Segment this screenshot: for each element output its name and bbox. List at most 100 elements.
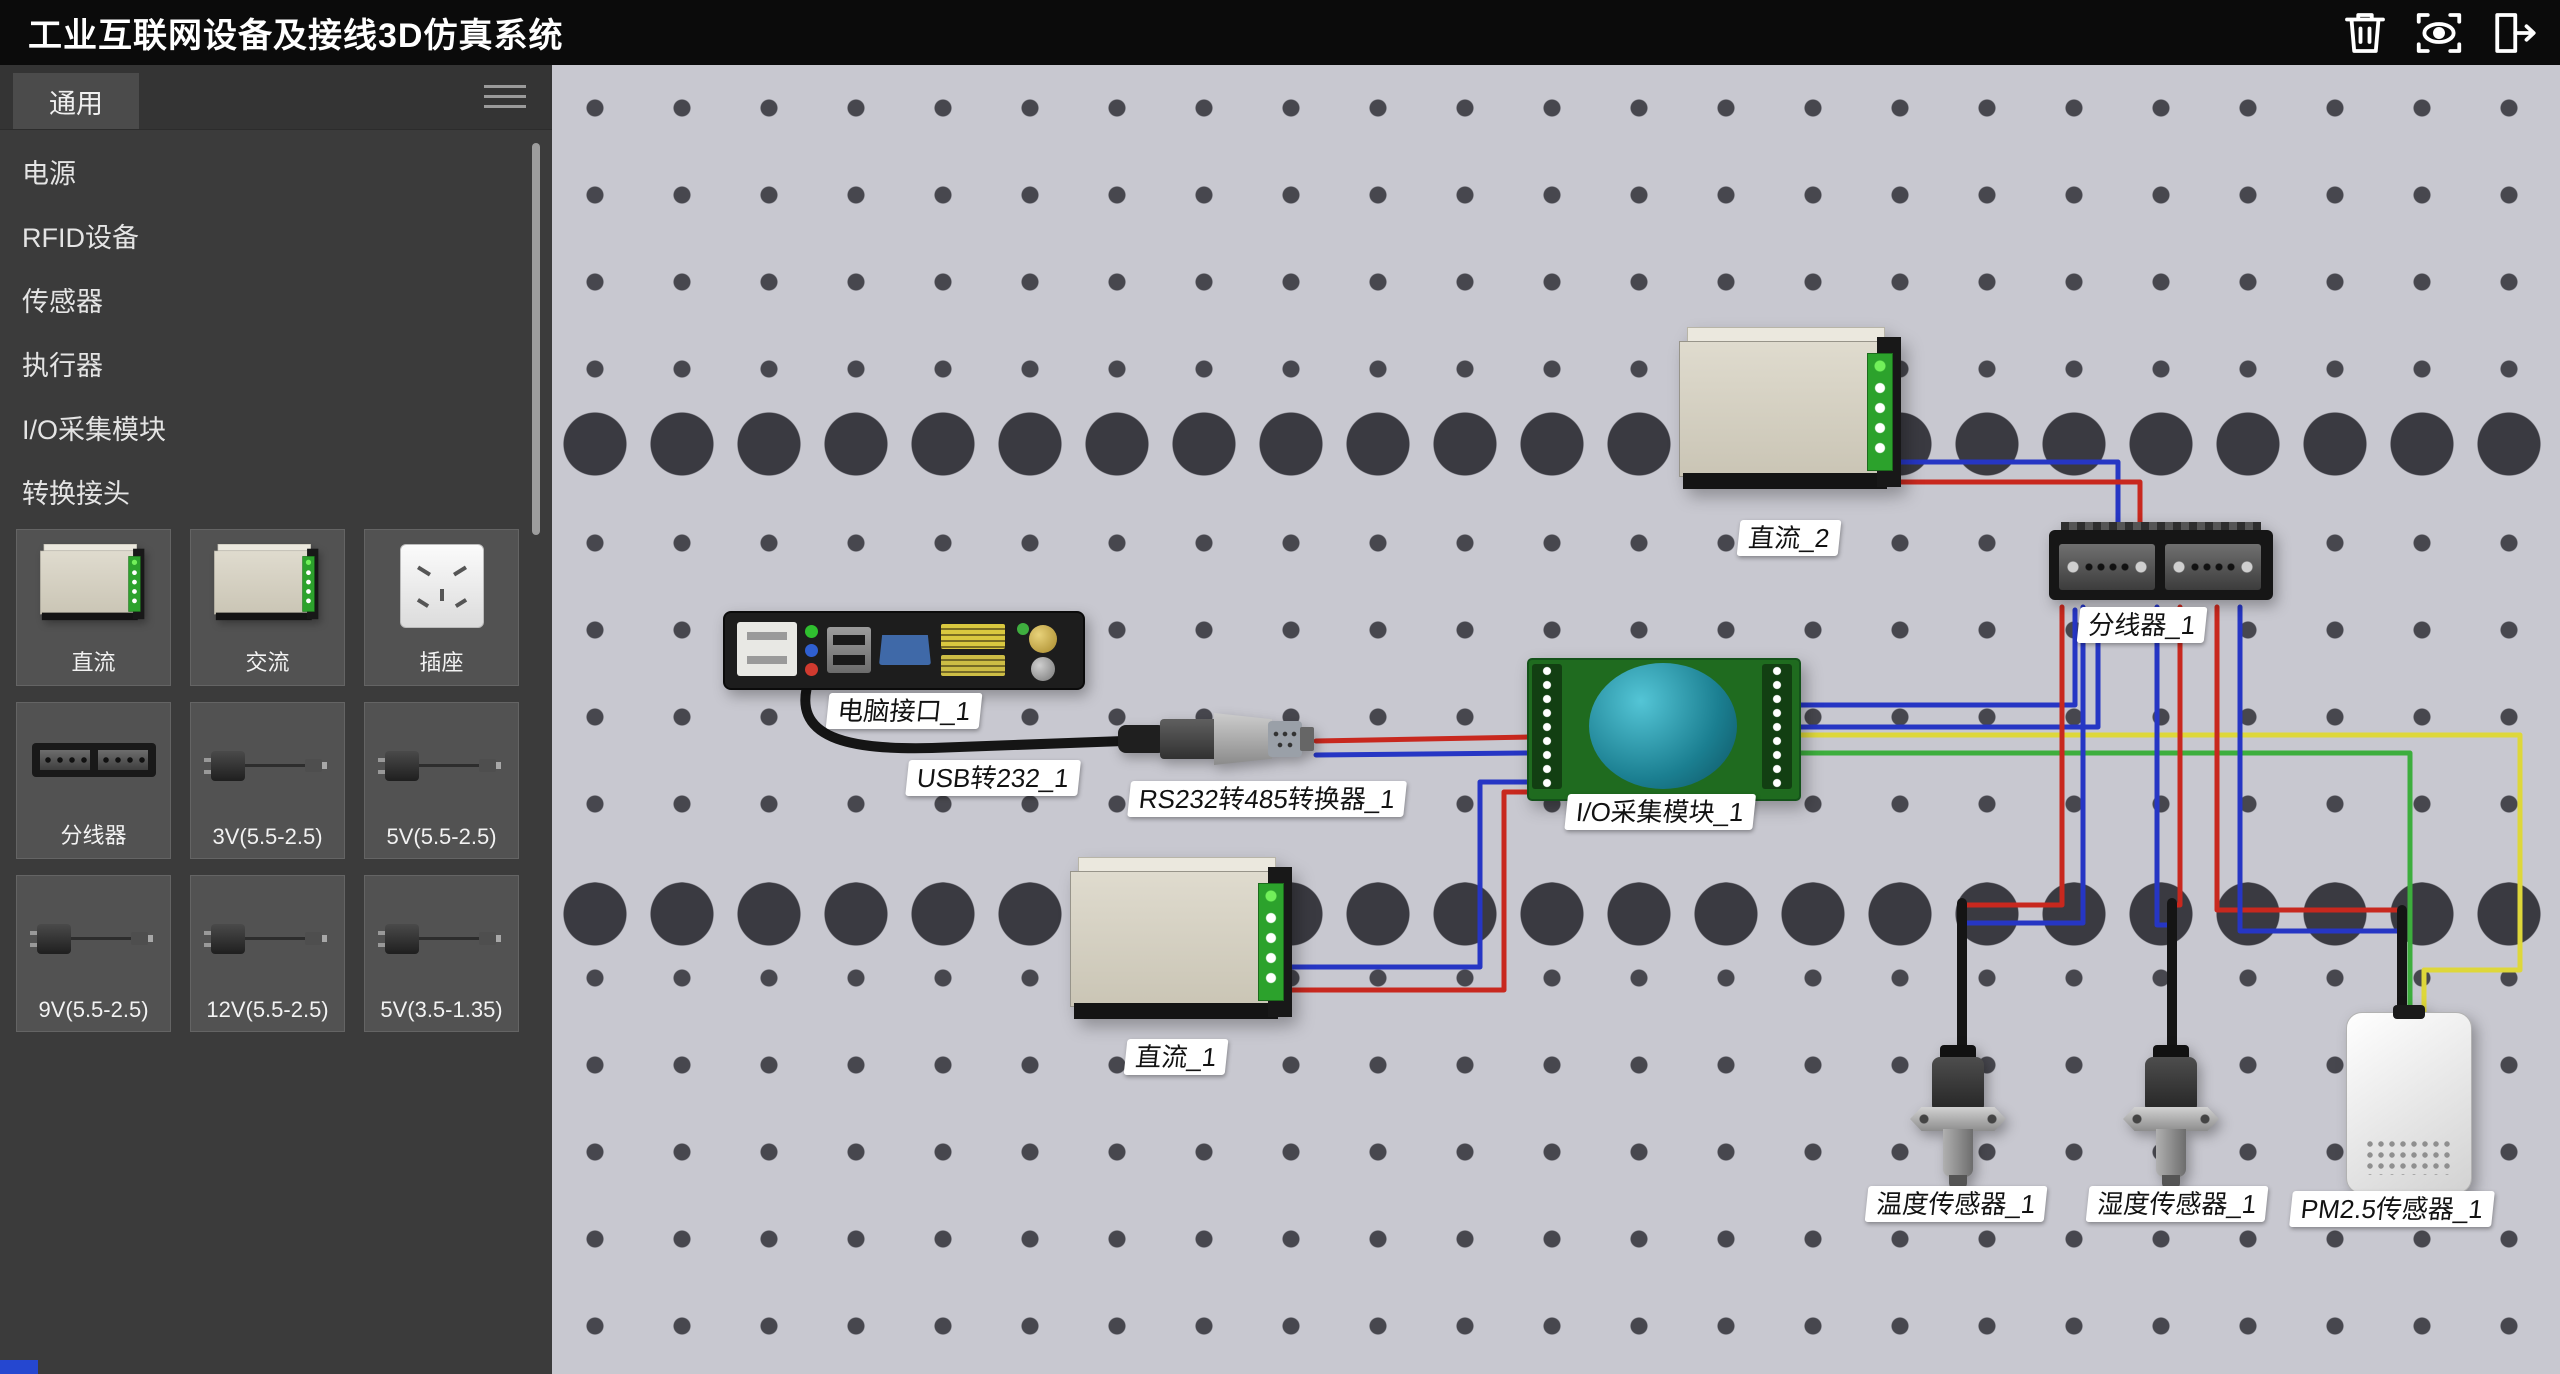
wire-splitter-to-temp-red xyxy=(1961,604,2065,908)
io-cylinder xyxy=(1589,663,1737,789)
sidebar: 通用 电源 RFID设备 传感器 执行器 I/O采集模块 转换接头 xyxy=(0,65,552,1374)
pc-label-sticker xyxy=(941,624,1005,649)
view-reset-button[interactable] xyxy=(2410,4,2468,62)
sidebar-item-actuator[interactable]: 执行器 xyxy=(22,351,103,381)
sidebar-item-rfid[interactable]: RFID设备 xyxy=(22,223,139,253)
component-card-12v[interactable]: 12V(5.5-2.5) xyxy=(190,875,345,1032)
adapter-cable xyxy=(244,937,307,940)
psu-thumb-graphic xyxy=(39,544,144,629)
card-label: 插座 xyxy=(419,650,464,675)
pegboard-holes-row xyxy=(552,411,2560,477)
pc-round-connector xyxy=(1029,625,1057,653)
delete-button[interactable] xyxy=(2336,4,2394,62)
component-card-5v-mini[interactable]: 5V(3.5-1.35) xyxy=(364,875,519,1032)
adapter-plug xyxy=(203,751,245,781)
adapter-tip xyxy=(304,932,327,945)
socket-hole xyxy=(416,598,429,608)
sidebar-item-adapter[interactable]: 转换接头 xyxy=(22,479,130,509)
device-label-splitter1: 分线器_1 xyxy=(2076,607,2208,643)
component-card-ac[interactable]: 交流 xyxy=(190,529,345,686)
app-title: 工业互联网设备及接线3D仿真系统 xyxy=(28,17,564,55)
component-card-splitter[interactable]: 分线器 xyxy=(16,702,171,859)
sensor-probe-tip xyxy=(2162,1175,2180,1189)
wire-dc1-to-io-red xyxy=(1277,789,1531,993)
device-usb-serial-adapter-1[interactable] xyxy=(1118,710,1314,767)
wire-io-to-splitter-blue-1 xyxy=(1792,607,2078,708)
component-card-5v[interactable]: 5V(5.5-2.5) xyxy=(364,702,519,859)
psu-front-face xyxy=(39,550,134,615)
adapter-plug xyxy=(377,751,419,781)
sensor-flange xyxy=(2123,1107,2219,1131)
socket-hole xyxy=(416,565,431,577)
device-pc-interface-1[interactable] xyxy=(723,611,1085,690)
component-card-9v[interactable]: 9V(5.5-2.5) xyxy=(16,875,171,1032)
device-label-rs485: RS232转485转换器_1 xyxy=(1127,781,1407,817)
pc-usb-stack xyxy=(827,627,871,673)
connector-tip xyxy=(1300,727,1314,751)
pm25-cable-inlet xyxy=(2393,1005,2425,1019)
tab-general[interactable]: 通用 xyxy=(13,73,139,129)
device-label-pc1: 电脑接口_1 xyxy=(825,693,983,729)
adapter-tip xyxy=(130,932,153,945)
io-terminal-right xyxy=(1762,664,1792,789)
device-io-module-1[interactable] xyxy=(1527,658,1801,801)
cable-pc-to-usb xyxy=(800,672,1129,754)
device-dc-power-1[interactable] xyxy=(1070,857,1292,1037)
menu-icon[interactable] xyxy=(484,85,526,111)
trash-icon xyxy=(2345,12,2385,53)
adapter-body xyxy=(1160,719,1218,759)
wire-splitter-to-temp-blue xyxy=(1959,604,2086,926)
adapter-thumbnail xyxy=(377,735,507,799)
wire-dc1-to-io-blue xyxy=(1277,779,1531,970)
component-card-grid: 直流 交流 xyxy=(16,529,519,1032)
pm25-vent-holes xyxy=(2365,1139,2453,1175)
psu-base xyxy=(1683,473,1887,489)
sensor-probe-tip xyxy=(1949,1175,1967,1189)
adapter-tip xyxy=(478,932,501,945)
pc-vga-port xyxy=(879,635,931,665)
psu-base xyxy=(215,612,312,621)
pc-audio-jack xyxy=(1017,623,1029,635)
card-label: 12V(5.5-2.5) xyxy=(206,997,329,1022)
toolbar xyxy=(2336,4,2542,62)
device-dc-power-2[interactable] xyxy=(1679,327,1901,507)
pegboard-holes-row xyxy=(552,881,2560,947)
adapter-thumbnail xyxy=(377,908,507,972)
dc-thumbnail xyxy=(39,544,148,634)
device-label-dc1: 直流_1 xyxy=(1123,1039,1229,1075)
pc-port-blue xyxy=(805,644,818,657)
socket-hole xyxy=(439,589,444,601)
pc-port-green xyxy=(805,625,818,638)
sidebar-item-power[interactable]: 电源 xyxy=(22,159,76,189)
device-label-dc2: 直流_2 xyxy=(1736,520,1842,556)
component-card-3v[interactable]: 3V(5.5-2.5) xyxy=(190,702,345,859)
sidebar-scrollbar[interactable] xyxy=(532,143,540,535)
adapter-plug xyxy=(377,924,419,954)
component-card-dc[interactable]: 直流 xyxy=(16,529,171,686)
splitter-module xyxy=(2165,544,2261,590)
exit-button[interactable] xyxy=(2484,4,2542,62)
device-pm25-sensor-1[interactable] xyxy=(2346,1005,2472,1194)
adapter-thumbnail xyxy=(203,908,333,972)
adapter-thumbnail xyxy=(29,908,159,972)
device-temp-sensor-1[interactable] xyxy=(1910,1045,2006,1195)
device-humidity-sensor-1[interactable] xyxy=(2123,1045,2219,1195)
device-label-hum1: 湿度传感器_1 xyxy=(2085,1186,2269,1222)
wire-io-to-splitter-blue-2 xyxy=(1792,607,2101,730)
device-label-pm25: PM2.5传感器_1 xyxy=(2289,1191,2495,1227)
sidebar-item-sensor[interactable]: 传感器 xyxy=(22,287,103,317)
sensor-body xyxy=(1932,1057,1984,1113)
sidebar-item-io-module[interactable]: I/O采集模块 xyxy=(22,415,167,445)
component-card-socket[interactable]: 插座 xyxy=(364,529,519,686)
adapter-plug xyxy=(203,924,245,954)
sensor-flange xyxy=(1910,1107,2006,1131)
adapter-cable xyxy=(70,937,133,940)
psu-thumb-graphic xyxy=(213,544,318,629)
cable-boot xyxy=(1118,725,1166,753)
wire-rs485-to-io-blue xyxy=(1313,750,1533,758)
device-splitter-1[interactable] xyxy=(2049,522,2273,607)
canvas-3d-viewport[interactable]: 直流_2 分线器_1 电脑接口_1 USB转232_1 RS232转485转换器… xyxy=(552,65,2560,1374)
sensor-body xyxy=(2145,1057,2197,1113)
splitter-thumbnail xyxy=(31,743,156,777)
wire-splitter-to-pm25-blue xyxy=(2237,604,2403,934)
